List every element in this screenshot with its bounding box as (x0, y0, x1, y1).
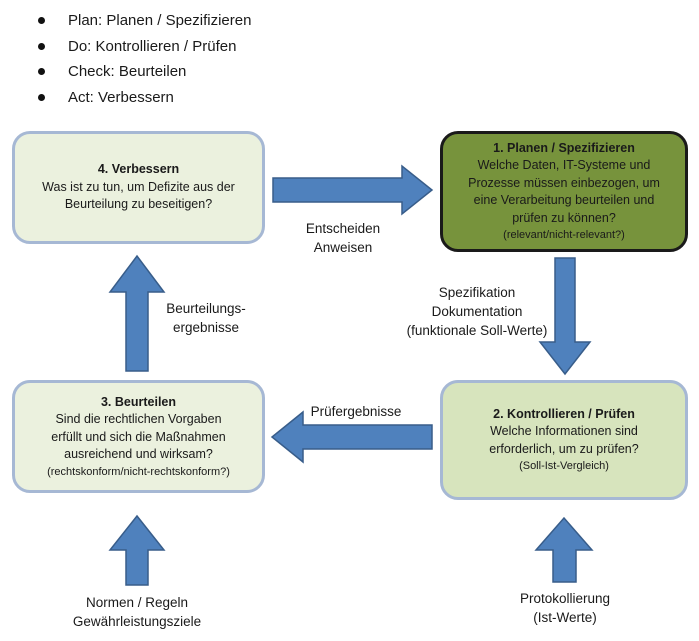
arrow-up-beurteilungsergebnisse (108, 254, 166, 372)
label-line: Beurteilungs- (166, 301, 246, 316)
bullet-do: Do: Kontrollieren / Prüfen (38, 34, 251, 60)
label-line: Protokollierung (519, 591, 611, 606)
label-line: Dokumentation (431, 304, 523, 319)
label-line: Prüfergebnisse (310, 404, 402, 419)
box-verbessern-title: 4. Verbessern (97, 162, 180, 177)
box-kontrollieren-line: erforderlich, um zu prüfen? (489, 441, 639, 456)
label-line: Gewährleistungsziele (72, 614, 202, 629)
arrow-right-entscheiden (272, 164, 434, 216)
box-beurteilen-note: (rechtskonform/nicht-rechtskonform?) (47, 465, 230, 478)
label-spezifikation: Spezifikation Dokumentation (funktionale… (384, 283, 570, 340)
bullet-act: Act: Verbessern (38, 85, 251, 111)
box-kontrollieren-note: (Soll-Ist-Vergleich) (519, 460, 609, 473)
label-entscheiden: Entscheiden Anweisen (283, 219, 403, 257)
box-kontrollieren: 2. Kontrollieren / Prüfen Welche Informa… (440, 380, 688, 500)
label-protokollierung: Protokollierung (Ist-Werte) (500, 589, 630, 627)
label-line: Entscheiden (305, 221, 381, 236)
box-beurteilen-line: ausreichend und wirksam? (64, 447, 213, 461)
label-line: Normen / Regeln (85, 595, 189, 610)
box-kontrollieren-title: 2. Kontrollieren / Prüfen (493, 406, 635, 421)
arrow-left-pruefergebnisse (270, 410, 433, 464)
box-planen-line: eine Verarbeitung beurteilen und (473, 193, 655, 208)
box-planen-line: Prozesse müssen einbezogen, um (468, 175, 660, 190)
box-verbessern-line: Was ist zu tun, um Defizite aus der (42, 179, 235, 194)
box-planen: 1. Planen / Spezifizieren Welche Daten, … (440, 131, 688, 252)
box-kontrollieren-line: Welche Informationen sind (490, 424, 638, 439)
label-normen: Normen / Regeln Gewährleistungsziele (47, 593, 227, 631)
box-beurteilen-title: 3. Beurteilen (100, 394, 177, 409)
bullet-check: Check: Beurteilen (38, 59, 251, 85)
box-planen-title: 1. Planen / Spezifizieren (493, 140, 635, 155)
box-verbessern-line: Beurteilung zu beseitigen? (64, 197, 213, 212)
label-line: Spezifikation (438, 285, 516, 300)
label-line: (Ist-Werte) (533, 610, 597, 625)
arrow-down-spezifikation (538, 257, 592, 376)
box-verbessern: 4. Verbessern Was ist zu tun, um Defizit… (12, 131, 265, 244)
arrow-up-protokollierung (534, 516, 594, 583)
label-line: Anweisen (313, 240, 373, 255)
arrow-up-normen (108, 514, 166, 586)
box-planen-line: Welche Daten, IT-Systeme und (477, 158, 651, 173)
box-beurteilen-line: erfüllt und sich die Maßnahmen (51, 429, 226, 444)
label-beurteilungsergebnisse: Beurteilungs- ergebnisse (148, 299, 264, 337)
pdca-bullet-list: Plan: Planen / Spezifizieren Do: Kontrol… (38, 8, 251, 110)
box-planen-line: prüfen zu können? (512, 210, 616, 225)
box-planen-note: (relevant/nicht-relevant?) (503, 229, 625, 242)
box-beurteilen-line: Sind die rechtlichen Vorgaben (55, 412, 222, 426)
label-line: (funktionale Soll-Werte) (406, 323, 548, 338)
bullet-plan: Plan: Planen / Spezifizieren (38, 8, 251, 34)
label-pruefergebnisse: Prüfergebnisse (292, 402, 420, 421)
label-line: ergebnisse (172, 320, 240, 335)
box-beurteilen: 3. Beurteilen Sind die rechtlichen Vorga… (12, 380, 265, 493)
